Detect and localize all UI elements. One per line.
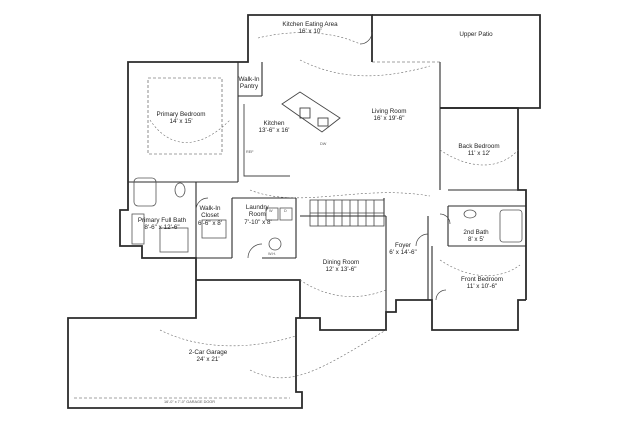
interior-walls <box>128 62 526 312</box>
east-wall <box>440 107 527 300</box>
upper-patio-walls <box>372 14 541 109</box>
electrical-wiring <box>149 32 521 379</box>
bed-closet-outline <box>147 77 223 155</box>
kitchen-counter <box>243 104 290 177</box>
door-swing <box>359 31 373 45</box>
bath2-tub <box>499 209 523 243</box>
water-heater <box>268 237 282 251</box>
dryer <box>279 207 293 221</box>
kitchen-range <box>299 107 311 119</box>
wire <box>249 329 387 379</box>
door-swing <box>439 213 451 225</box>
door-swing <box>247 243 263 259</box>
exterior-walls <box>67 14 541 409</box>
kitchen-eating-walls <box>238 14 373 63</box>
primary-shower <box>159 227 189 253</box>
refrigerator-note: REF <box>246 150 254 154</box>
bath2-toilet <box>463 209 477 219</box>
primary-tub <box>133 177 157 207</box>
wire <box>299 59 431 77</box>
staircase <box>309 199 385 227</box>
wire <box>257 32 361 45</box>
front-wall <box>300 299 526 331</box>
kitchen-island <box>281 91 341 133</box>
dishwasher-note: DW <box>320 142 327 146</box>
wire <box>439 149 519 166</box>
door-swing <box>195 197 209 211</box>
upper-patio-label: Upper Patio <box>459 31 493 38</box>
closet-shelf <box>201 219 227 239</box>
dryer-note: D <box>284 209 287 213</box>
primary-vanity <box>131 213 145 245</box>
washer <box>265 207 279 221</box>
wire <box>249 189 431 199</box>
wire <box>439 259 521 276</box>
door-swings <box>195 31 451 301</box>
dashed-markings <box>74 61 440 399</box>
primary-toilet <box>174 182 186 198</box>
wire <box>159 329 297 347</box>
door-swing <box>415 233 429 247</box>
wire <box>149 119 231 143</box>
washer-note: W <box>269 209 273 213</box>
water-heater-note: W.H. <box>268 252 277 256</box>
kitchen-sink <box>317 117 329 127</box>
wire <box>299 279 387 297</box>
door-swing <box>435 289 447 301</box>
walk-in-pantry-label: Walk-In Pantry <box>238 76 260 91</box>
garage-door-note: 16'-0" x 7'-0" GARAGE DOOR <box>164 400 215 404</box>
bath-fixtures <box>131 177 523 253</box>
kitchen-fixtures <box>243 91 341 177</box>
